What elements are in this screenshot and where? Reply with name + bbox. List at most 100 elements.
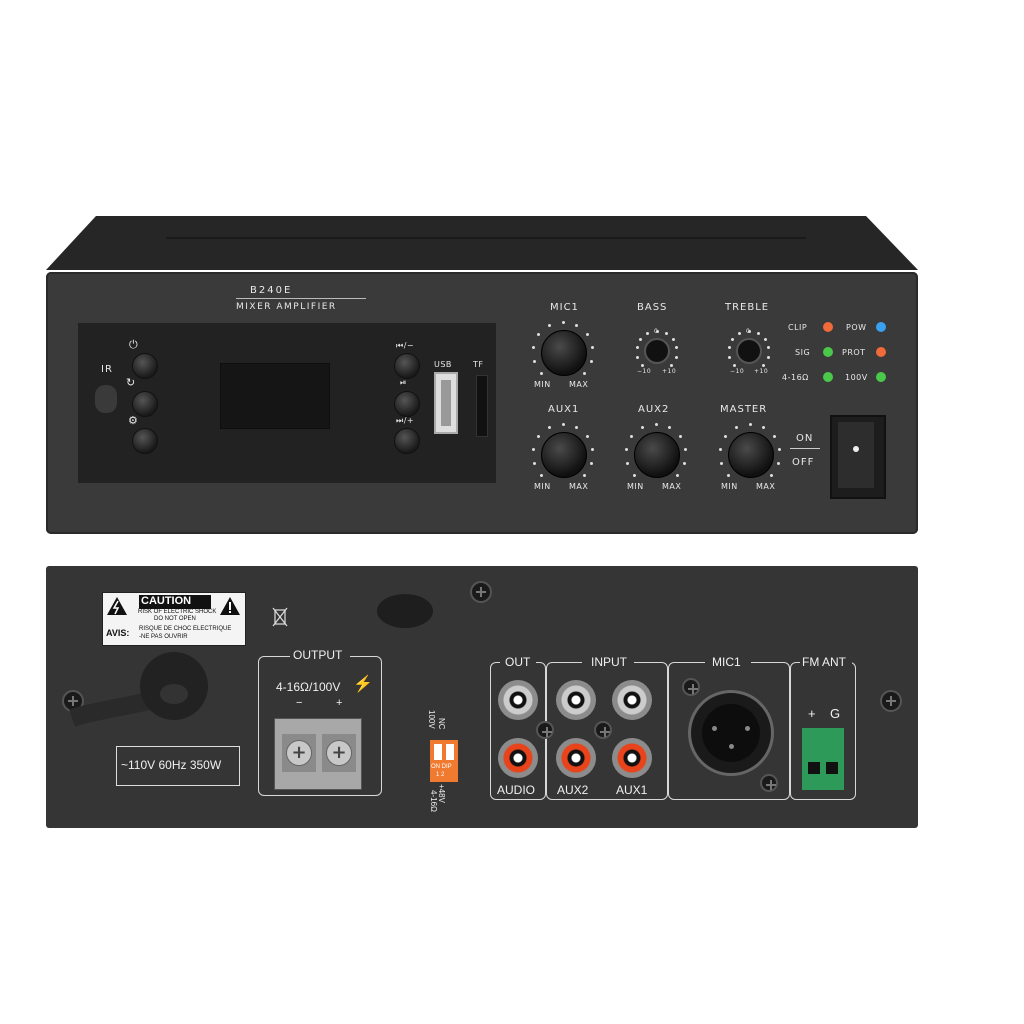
scale-dot (537, 434, 541, 438)
input-screw-1[interactable] (536, 721, 554, 739)
scale-dot (640, 425, 644, 429)
model-label: B240E (250, 285, 293, 296)
fm-g-label: G (830, 706, 841, 721)
aux2-white-jack[interactable] (556, 680, 596, 720)
power-cord (69, 652, 208, 727)
mic1-max-label: MAX (569, 380, 589, 389)
scale-dot (547, 425, 551, 429)
master-knob[interactable] (728, 432, 774, 478)
scale-dot (654, 422, 658, 426)
clip-led (823, 322, 833, 332)
input-label: INPUT (591, 655, 627, 669)
prev-button[interactable] (394, 353, 420, 379)
scale-dot (719, 461, 723, 465)
scale-dot (763, 337, 767, 341)
fm-ant-label: FM ANT (802, 655, 846, 669)
scale-dot (766, 355, 770, 359)
scale-dot (671, 337, 675, 341)
treble-low-mark: −10 (730, 368, 745, 375)
audio-out-white-jack[interactable] (498, 680, 538, 720)
scale-dot (575, 323, 579, 327)
scale-dot (646, 331, 650, 335)
ir-sensor (95, 385, 117, 413)
output-spec: 4-16Ω/100V (276, 680, 341, 694)
xlr-socket (702, 704, 760, 762)
aux2-red-jack[interactable] (556, 738, 596, 778)
caution-title-bar (139, 595, 211, 609)
treble-knob[interactable] (736, 338, 762, 364)
master-max-label: MAX (756, 482, 776, 491)
settings-button[interactable] (132, 428, 158, 454)
input-title-bg (582, 655, 634, 669)
terminal-plus-screw-icon: + (326, 740, 352, 766)
scale-dot (738, 331, 742, 335)
scale-dot (724, 434, 728, 438)
aux1-white-jack[interactable] (612, 680, 652, 720)
xlr-pin-3 (729, 744, 734, 749)
power-button[interactable] (132, 353, 158, 379)
audio-out-red-jack[interactable] (498, 738, 538, 778)
mic1-knob-label: MIC1 (550, 302, 579, 313)
scale-dot (630, 434, 634, 438)
fm-plus-label: + (808, 706, 816, 721)
scale-dot (777, 461, 781, 465)
play-pause-icon: ⏯ (400, 378, 407, 387)
xlr-screw-top[interactable] (682, 678, 700, 696)
xlr-pin-2 (712, 726, 717, 731)
aux2-min-label: MIN (627, 482, 644, 491)
scale-dot (561, 422, 565, 426)
dip-switch-1[interactable] (434, 744, 442, 760)
fm-antenna-terminal[interactable] (802, 728, 844, 790)
caution-title: CAUTION (141, 595, 192, 607)
dip-switch-2[interactable] (446, 744, 454, 760)
play-pause-button[interactable] (394, 391, 420, 417)
scale-dot (675, 473, 679, 477)
scale-dot (641, 363, 645, 367)
aux1-knob[interactable] (541, 432, 587, 478)
scale-dot (675, 346, 679, 350)
100v-led (876, 372, 886, 382)
scale-dot (625, 461, 629, 465)
power-rating: ~110V 60Hz 350W (121, 758, 222, 772)
bass-knob[interactable] (644, 338, 670, 364)
input-screw-2[interactable] (594, 721, 612, 739)
next-button[interactable] (394, 428, 420, 454)
scale-dot (756, 331, 760, 335)
aux2-knob[interactable] (634, 432, 680, 478)
scale-dot (591, 447, 595, 451)
right-screw[interactable] (880, 690, 902, 712)
avis-line1: RISQUE DE CHOC ELECTRIQUE (139, 626, 232, 632)
repeat-button[interactable] (132, 391, 158, 417)
scale-dot (575, 425, 579, 429)
scale-dot (636, 355, 640, 359)
scale-dot (748, 422, 752, 426)
scale-dot (590, 359, 594, 363)
prev-icon: ⏮/− (396, 341, 415, 350)
output-title-bg (290, 648, 350, 662)
usb-port-inner (441, 380, 451, 426)
scale-dot (684, 447, 688, 451)
tf-card-slot[interactable] (476, 375, 488, 437)
scale-dot (727, 473, 731, 477)
xlr-screw-bottom[interactable] (760, 774, 778, 792)
power-divider (790, 448, 820, 449)
mic1-knob[interactable] (541, 330, 587, 376)
scale-dot (635, 346, 639, 350)
aux1-jack-label: AUX1 (616, 783, 648, 797)
scale-dot (540, 371, 544, 375)
scale-dot (767, 346, 771, 350)
aux1-knob-label: AUX1 (548, 404, 580, 415)
treble-knob-label: TREBLE (725, 302, 770, 313)
scale-dot (734, 425, 738, 429)
output-plus-label: + (336, 697, 343, 709)
exclamation-warning-icon (220, 597, 240, 615)
scale-dot (674, 355, 678, 359)
aux1-max-label: MAX (569, 482, 589, 491)
power-off-label: OFF (792, 457, 815, 468)
aux1-red-jack[interactable] (612, 738, 652, 778)
scale-dot (585, 332, 589, 336)
top-screw[interactable] (470, 581, 492, 603)
next-icon: ⏭/+ (396, 416, 415, 425)
scale-dot (561, 320, 565, 324)
ohm-led (823, 372, 833, 382)
